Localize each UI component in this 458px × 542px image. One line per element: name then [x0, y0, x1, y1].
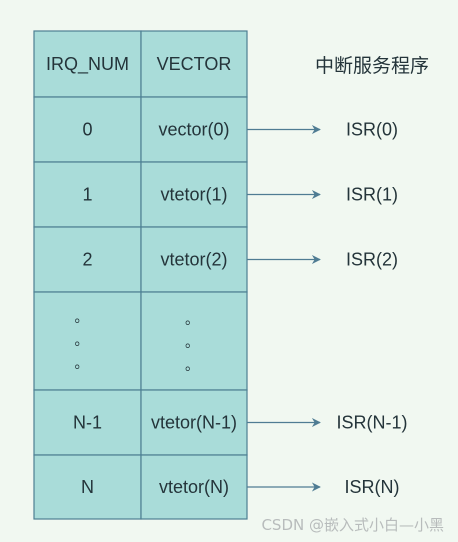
irq-number: 2 — [82, 250, 92, 270]
irq-cell — [33, 96, 142, 163]
vector-entry: vtetor(N) — [159, 477, 229, 497]
vector-cell — [140, 389, 248, 456]
isr-column-title: 中断服务程序 — [315, 55, 429, 77]
arrows: ISR(0) ISR(1) ISR(2) ISR(N-1) ISR(N) — [247, 120, 408, 497]
vector-entry: vtetor(1) — [160, 185, 227, 205]
vector-cell — [140, 161, 248, 228]
isr-label: ISR(N-1) — [337, 413, 408, 433]
irq-number: 0 — [82, 120, 92, 140]
ellipsis-dot: 。 — [75, 310, 89, 326]
isr-label: ISR(0) — [346, 120, 398, 140]
header-cell-vector — [140, 30, 248, 98]
isr-label: ISR(2) — [346, 250, 398, 270]
vector-entry: vtetor(2) — [160, 250, 227, 270]
ellipsis-dot: 。 — [75, 356, 89, 372]
vector-cell — [140, 96, 248, 163]
isr-label: ISR(1) — [346, 185, 398, 205]
watermark: CSDN @嵌入式小白—小黑 — [261, 516, 444, 534]
header-irq-num: IRQ_NUM — [46, 54, 129, 75]
vector-entry: vtetor(N-1) — [151, 413, 237, 433]
irq-cell — [33, 454, 142, 520]
ellipsis-dot: 。 — [75, 333, 89, 349]
isr-label: ISR(N) — [345, 477, 400, 497]
header-vector: VECTOR — [157, 54, 232, 74]
irq-number: N — [81, 477, 94, 497]
ellipsis-dot: 。 — [185, 312, 199, 328]
vector-table: IRQ_NUM VECTOR 0 vector(0) 1 vtetor(1) 2 vtetor… — [33, 30, 248, 520]
header-cell-irq — [33, 30, 142, 98]
irq-number: 1 — [82, 185, 92, 205]
ellipsis-dot: 。 — [185, 358, 199, 374]
ellipsis-dot: 。 — [185, 335, 199, 351]
vector-cell — [140, 226, 248, 293]
vector-cell — [140, 291, 248, 391]
vector-entry: vector(0) — [158, 120, 229, 140]
irq-number: N-1 — [73, 413, 102, 433]
vector-cell — [140, 454, 248, 520]
